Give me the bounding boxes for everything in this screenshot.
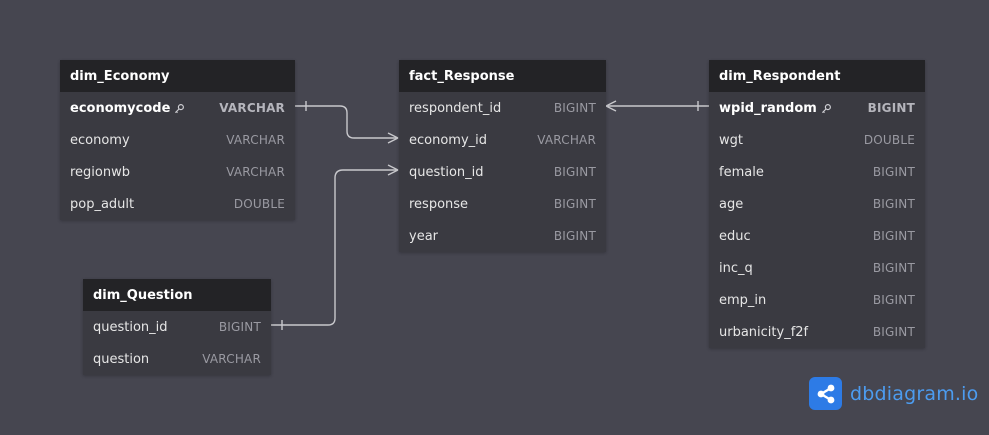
table-header[interactable]: dim_Respondent xyxy=(709,60,925,92)
brand-name: dbdiagram.io xyxy=(850,382,979,405)
field-name: regionwb xyxy=(70,165,130,180)
key-icon xyxy=(174,103,185,114)
field-row[interactable]: economy VARCHAR xyxy=(60,124,295,156)
field-type: DOUBLE xyxy=(233,197,285,211)
field-row[interactable]: wpid_random BIGINT xyxy=(709,92,925,124)
field-name: emp_in xyxy=(719,293,766,308)
field-name: female xyxy=(719,165,764,180)
field-name: age xyxy=(719,197,743,212)
field-name: respondent_id xyxy=(409,101,501,116)
field-row[interactable]: response BIGINT xyxy=(399,188,606,220)
field-type: BIGINT xyxy=(553,197,596,211)
field-type: DOUBLE xyxy=(863,133,915,147)
field-name-text: question_id xyxy=(93,319,168,335)
field-row[interactable]: urbanicity_f2f BIGINT xyxy=(709,316,925,348)
field-row[interactable]: wgt DOUBLE xyxy=(709,124,925,156)
key-icon xyxy=(821,103,832,114)
field-row[interactable]: pop_adult DOUBLE xyxy=(60,188,295,220)
field-name-text: urbanicity_f2f xyxy=(719,324,809,340)
table-header[interactable]: dim_Economy xyxy=(60,60,295,92)
field-name: response xyxy=(409,197,468,212)
field-row[interactable]: question VARCHAR xyxy=(83,343,271,375)
table-header[interactable]: dim_Question xyxy=(83,279,271,311)
field-type: VARCHAR xyxy=(226,133,285,147)
field-type: BIGINT xyxy=(872,261,915,275)
table-dim-question[interactable]: dim_Question question_id BIGINT question VA… xyxy=(83,279,271,375)
field-type: BIGINT xyxy=(218,320,261,334)
field-type: BIGINT xyxy=(872,165,915,179)
field-name-text: economy xyxy=(70,132,130,148)
field-type: VARCHAR xyxy=(219,101,285,115)
field-type: BIGINT xyxy=(872,325,915,339)
field-name-text: female xyxy=(719,164,764,180)
field-name: economy_id xyxy=(409,133,487,148)
field-row[interactable]: economy_id VARCHAR xyxy=(399,124,606,156)
field-name-text: regionwb xyxy=(70,164,130,180)
field-row[interactable]: economycode VARCHAR xyxy=(60,92,295,124)
field-name: wpid_random xyxy=(719,101,832,116)
field-name: year xyxy=(409,229,438,244)
field-row[interactable]: respondent_id BIGINT xyxy=(399,92,606,124)
field-name: question_id xyxy=(93,320,168,335)
field-name: urbanicity_f2f xyxy=(719,325,808,340)
field-name-text: year xyxy=(409,228,439,244)
field-name-text: economy_id xyxy=(409,132,488,148)
field-type: BIGINT xyxy=(872,229,915,243)
field-type: BIGINT xyxy=(553,101,596,115)
field-name-text: age xyxy=(719,196,744,212)
field-name-text: response xyxy=(409,196,469,212)
field-row[interactable]: educ BIGINT xyxy=(709,220,925,252)
field-type: VARCHAR xyxy=(226,165,285,179)
field-row[interactable]: question_id BIGINT xyxy=(399,156,606,188)
field-name-text: economycode xyxy=(70,100,171,116)
field-row[interactable]: year BIGINT xyxy=(399,220,606,252)
field-name: economy xyxy=(70,133,130,148)
field-name-text: question xyxy=(93,351,150,367)
field-name-text: wgt xyxy=(719,132,743,148)
field-type: BIGINT xyxy=(867,101,915,115)
field-name: wgt xyxy=(719,133,743,148)
field-name-text: question_id xyxy=(409,164,484,180)
field-type: VARCHAR xyxy=(537,133,596,147)
table-header[interactable]: fact_Response xyxy=(399,60,606,92)
field-name: question xyxy=(93,352,149,367)
field-name: educ xyxy=(719,229,751,244)
field-name-text: inc_q xyxy=(719,260,753,276)
share-nodes-icon xyxy=(809,377,842,410)
field-type: BIGINT xyxy=(872,197,915,211)
field-type: BIGINT xyxy=(872,293,915,307)
field-name: inc_q xyxy=(719,261,753,276)
field-row[interactable]: question_id BIGINT xyxy=(83,311,271,343)
field-name: pop_adult xyxy=(70,197,134,212)
field-row[interactable]: emp_in BIGINT xyxy=(709,284,925,316)
field-row[interactable]: inc_q BIGINT xyxy=(709,252,925,284)
field-type: BIGINT xyxy=(553,229,596,243)
field-name-text: wpid_random xyxy=(719,100,817,116)
link-economy xyxy=(295,105,398,139)
field-row[interactable]: age BIGINT xyxy=(709,188,925,220)
field-name-text: pop_adult xyxy=(70,196,135,212)
field-row[interactable]: regionwb VARCHAR xyxy=(60,156,295,188)
brand-watermark[interactable]: dbdiagram.io xyxy=(809,377,978,410)
field-name-text: respondent_id xyxy=(409,100,502,116)
field-name-text: educ xyxy=(719,228,751,244)
field-name-text: emp_in xyxy=(719,292,767,308)
field-row[interactable]: female BIGINT xyxy=(709,156,925,188)
field-name: question_id xyxy=(409,165,484,180)
field-list: question_id BIGINT question VARCHAR xyxy=(83,311,271,375)
field-name: economycode xyxy=(70,101,185,116)
field-type: VARCHAR xyxy=(202,352,261,366)
field-type: BIGINT xyxy=(553,165,596,179)
